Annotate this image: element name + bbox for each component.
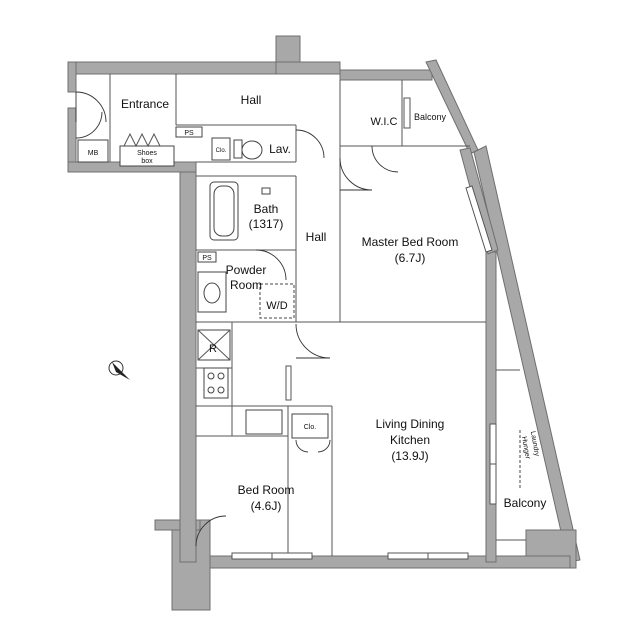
- room-labels: Entrance Hall Lav. Bath (1317) Hall Powd…: [121, 93, 546, 513]
- toilet-icon: [241, 140, 263, 160]
- bath-size-label: (1317): [249, 217, 284, 231]
- shoes-label-2: box: [141, 158, 153, 165]
- ldk-label-1: Living Dining: [376, 417, 445, 431]
- master-bed-room-size: (6.7J): [395, 251, 426, 265]
- balcony-small-label: Balcony: [414, 112, 447, 122]
- stove-icon: [203, 367, 229, 399]
- walls: [67, 35, 581, 611]
- hall-mid-label: Hall: [306, 230, 327, 244]
- sink-icon: [245, 409, 283, 435]
- wic-label: W.I.C: [371, 116, 398, 128]
- doors: [75, 91, 399, 547]
- ps-mid-label: PS: [202, 255, 212, 262]
- ps-top-label: PS: [184, 130, 194, 137]
- hall-top-label: Hall: [241, 93, 262, 107]
- mb-label: MB: [88, 150, 99, 157]
- clo-top-label: Clo.: [216, 148, 227, 154]
- washbasin-icon: [203, 282, 221, 304]
- ldk-size-label: (13.9J): [391, 449, 428, 463]
- bed-room-size: (4.6J): [251, 499, 282, 513]
- meter-box: [77, 139, 109, 163]
- laundry-label-2: Hunger: [520, 436, 531, 460]
- lav-label: Lav.: [269, 142, 291, 156]
- closet-top: [211, 137, 231, 161]
- bath-label: Bath: [254, 202, 279, 216]
- north-arrow-icon: [108, 360, 130, 380]
- ldk-label-2: Kitchen: [390, 433, 430, 447]
- powder-label-2: Room: [230, 278, 262, 292]
- washer-dryer-area: [259, 283, 295, 319]
- bed-room-label: Bed Room: [238, 483, 295, 497]
- refrigerator-label: R: [209, 343, 217, 355]
- partitions: [109, 74, 526, 556]
- fixtures: MB Shoes box PS Clo. PS Clo.: [77, 126, 521, 490]
- entrance-label: Entrance: [121, 97, 169, 111]
- shoes-label-1: Shoes: [137, 150, 157, 157]
- master-bed-room-label: Master Bed Room: [362, 235, 459, 249]
- clo-bottom-label: Clo.: [304, 424, 317, 431]
- closet-bottom: [291, 413, 329, 439]
- laundry-label-1: Laundry: [529, 431, 540, 458]
- ps-top: [175, 126, 203, 138]
- shoes-box: [119, 145, 175, 167]
- powder-label-1: Powder: [226, 263, 267, 277]
- wd-label: W/D: [266, 300, 287, 312]
- windows: [231, 97, 497, 560]
- balcony-label: Balcony: [504, 496, 547, 510]
- ps-mid: [197, 251, 217, 263]
